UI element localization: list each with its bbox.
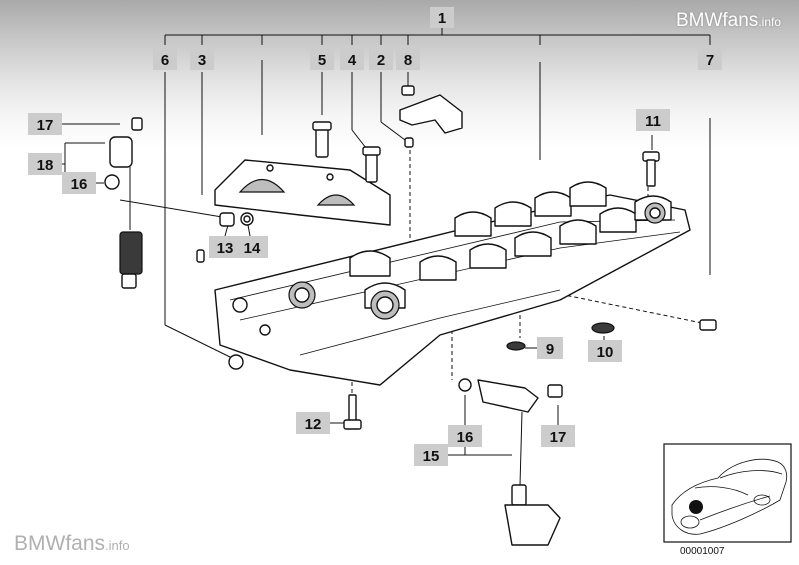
bearing-cover [214, 159, 391, 226]
svg-text:5: 5 [318, 52, 326, 69]
callout-1: 1 [430, 7, 454, 28]
callout-18: 18 [28, 153, 62, 175]
svg-text:15: 15 [423, 448, 440, 465]
camshaft-sensor-upper [104, 117, 143, 289]
callout-16-bottom: 16 [448, 425, 482, 447]
svg-text:13: 13 [217, 240, 234, 257]
svg-text:9: 9 [546, 341, 554, 358]
svg-text:2: 2 [377, 52, 385, 69]
engine-location-marker [689, 500, 703, 514]
callout-16-left: 16 [62, 172, 96, 194]
bearing-bores [232, 202, 666, 336]
callout-8: 8 [396, 48, 420, 70]
callout-17-bottom: 17 [541, 425, 575, 447]
watermark-bottom-brand: BMWfans [14, 532, 106, 555]
callout-4: 4 [340, 48, 364, 70]
svg-text:6: 6 [161, 52, 169, 69]
callout-12: 12 [296, 412, 330, 434]
svg-text:17: 17 [550, 429, 567, 446]
svg-text:11: 11 [645, 113, 661, 130]
callout-labels: 1 6 3 5 4 2 8 [28, 7, 722, 466]
watermark-top-suffix: .info [758, 15, 781, 29]
svg-text:7: 7 [706, 52, 714, 69]
bolts [196, 121, 717, 430]
watermark-top-brand: BMWfans [675, 10, 759, 31]
svg-text:8: 8 [404, 52, 412, 69]
cam-bearing-towers [349, 181, 672, 309]
svg-text:10: 10 [597, 344, 614, 361]
callout-3: 3 [190, 48, 214, 70]
svg-text:14: 14 [244, 240, 261, 257]
watermark-bottom: BMWfans.info [14, 532, 130, 556]
callout-5: 5 [310, 48, 334, 70]
callout-6: 6 [153, 48, 177, 70]
vehicle-location-thumbnail: 00001007 [663, 443, 792, 557]
crankshaft-sensor-lower [458, 378, 563, 546]
svg-text:16: 16 [457, 429, 474, 446]
cylinder-head [214, 181, 691, 386]
callout-14: 14 [236, 236, 268, 258]
svg-text:1: 1 [438, 10, 446, 27]
svg-text:16: 16 [71, 176, 88, 193]
callout-7: 7 [698, 48, 722, 70]
thumbnail-code: 00001007 [680, 546, 725, 557]
svg-text:17: 17 [37, 117, 54, 134]
callout-2: 2 [369, 48, 393, 70]
callout-15: 15 [414, 444, 448, 466]
svg-text:18: 18 [37, 157, 54, 174]
car-outline-icon [671, 458, 788, 535]
watermark-top: BMWfans.info [676, 10, 781, 32]
callout-17-top: 17 [28, 113, 62, 135]
svg-text:4: 4 [348, 52, 357, 69]
svg-text:3: 3 [198, 52, 206, 69]
bearing-cap [399, 85, 463, 134]
callout-10: 10 [588, 340, 622, 362]
callout-13: 13 [209, 236, 241, 258]
callout-9: 9 [537, 337, 563, 359]
svg-text:12: 12 [305, 416, 322, 433]
watermark-bottom-suffix: .info [105, 538, 130, 553]
callout-11: 11 [636, 109, 670, 131]
